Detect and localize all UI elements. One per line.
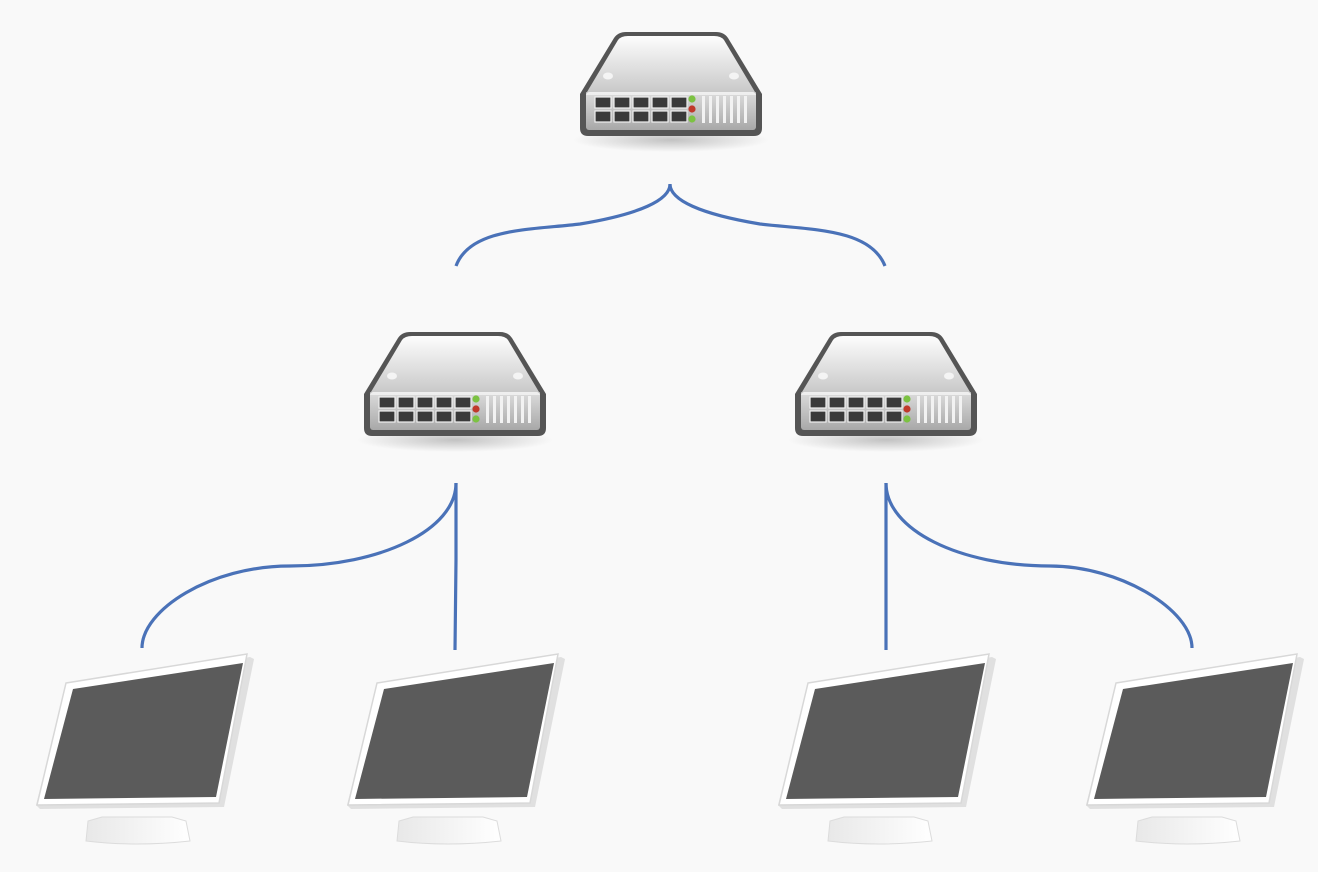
right-switch-icon bbox=[787, 331, 985, 453]
link-core-to-right-switch bbox=[668, 183, 887, 267]
link-core-to-left-switch bbox=[454, 183, 672, 267]
left-switch-icon bbox=[356, 331, 554, 453]
computer-3-monitor-icon bbox=[777, 653, 997, 845]
computer-4-monitor-icon bbox=[1085, 653, 1305, 845]
computer-2-monitor-icon bbox=[346, 653, 566, 845]
computer-1-monitor-icon bbox=[35, 653, 255, 845]
nodes-layer bbox=[35, 31, 1305, 845]
link-left-switch-to-computer-1 bbox=[140, 482, 458, 649]
core-switch-icon bbox=[572, 31, 770, 153]
links-layer bbox=[140, 183, 1194, 651]
link-right-switch-to-computer-4 bbox=[884, 482, 1194, 649]
link-left-switch-to-computer-2 bbox=[453, 483, 458, 651]
